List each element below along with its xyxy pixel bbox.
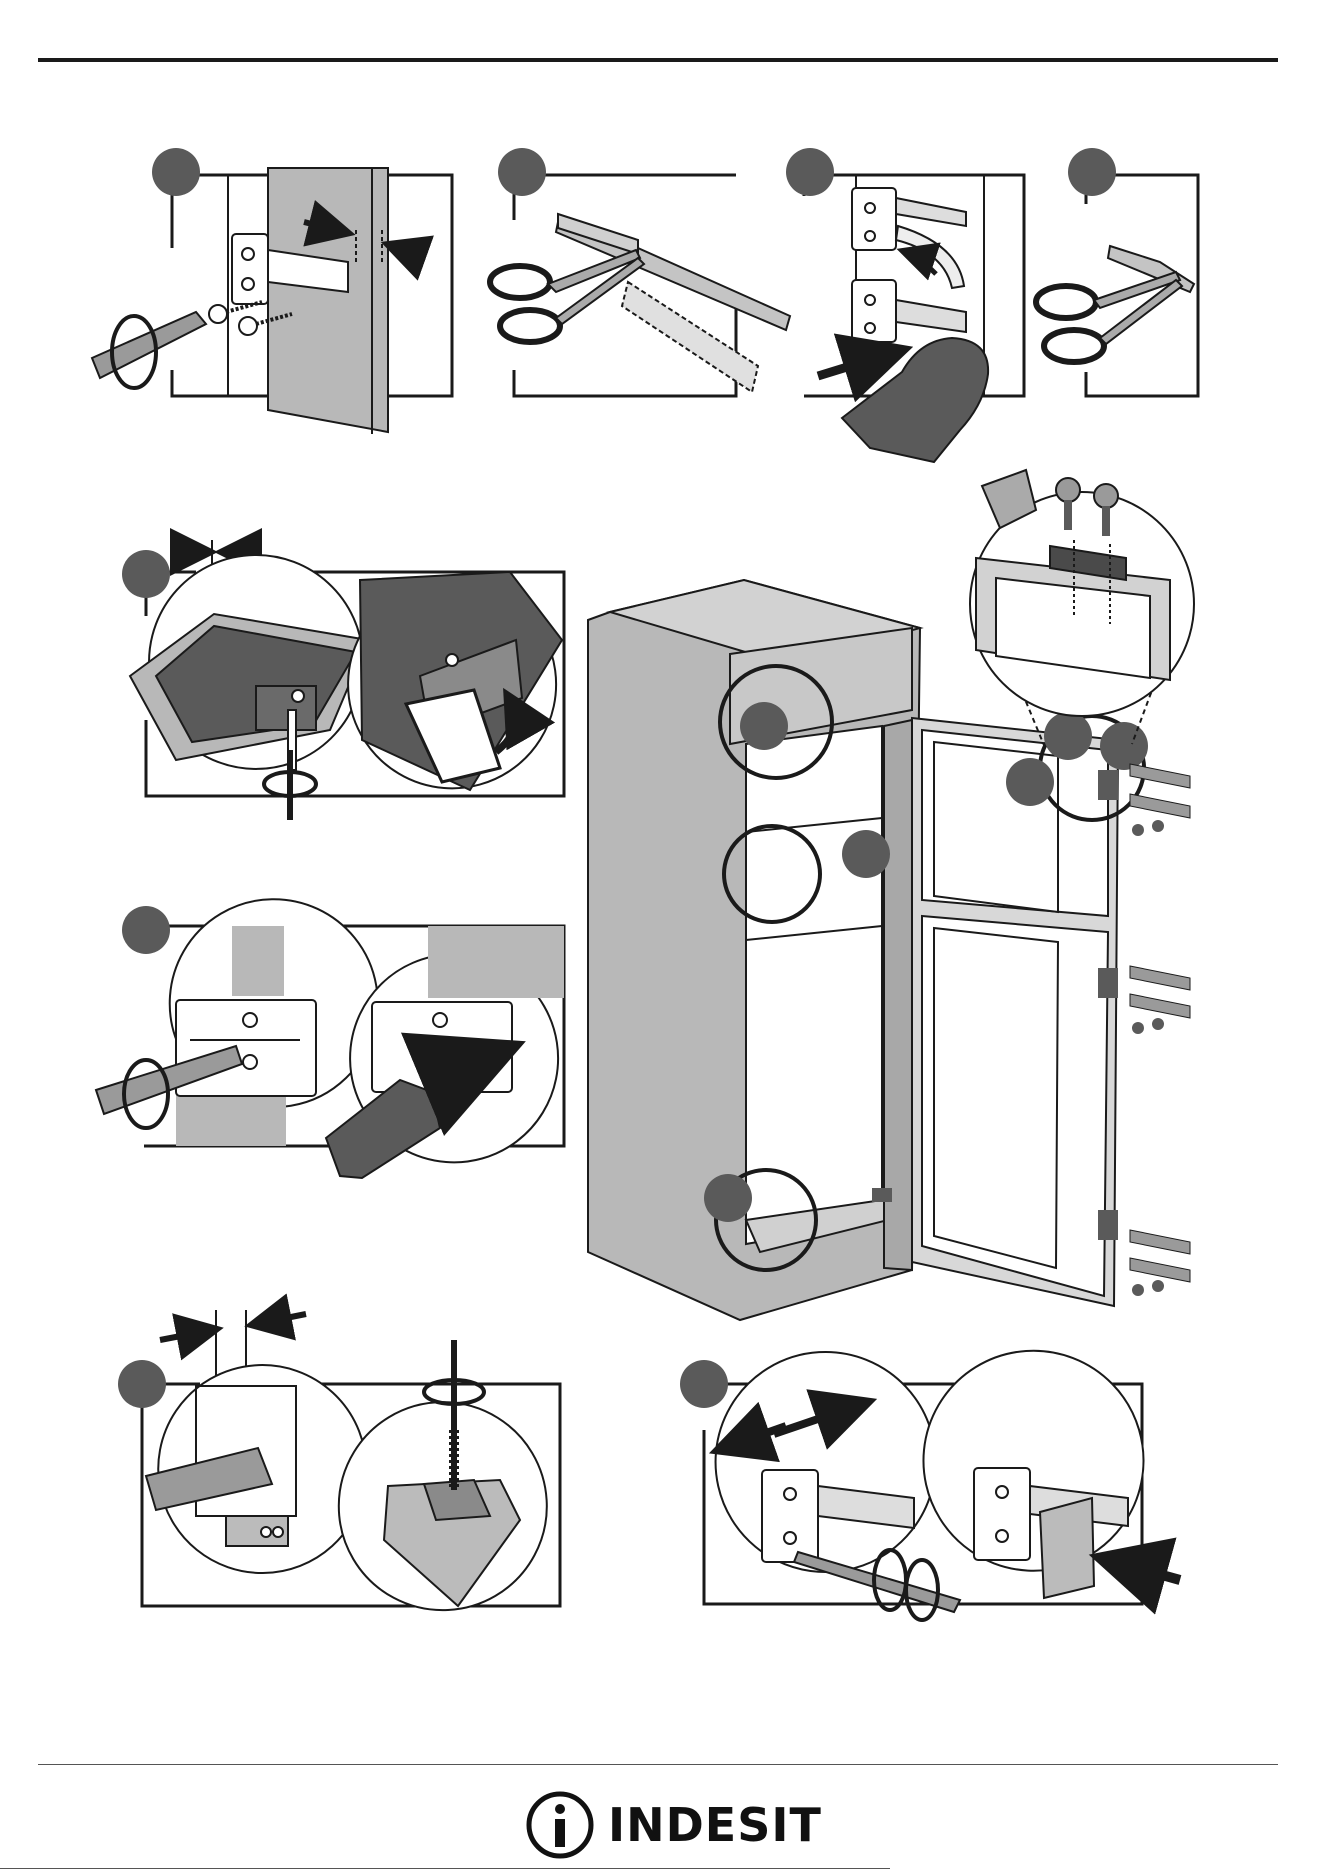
step-badge-icon bbox=[122, 906, 170, 954]
step-badge-icon bbox=[118, 1360, 166, 1408]
step-badge-icon bbox=[122, 550, 170, 598]
brand-name: INDESIT bbox=[608, 1798, 822, 1852]
step-badge-icon bbox=[1068, 148, 1116, 196]
step-badge-icon bbox=[498, 148, 546, 196]
footer-rule bbox=[0, 1868, 890, 1869]
installation-diagram bbox=[0, 0, 1324, 1760]
indesit-i-emblem-icon bbox=[524, 1789, 596, 1861]
panel-step-6 bbox=[96, 899, 564, 1178]
panel-inset-clip bbox=[970, 470, 1194, 716]
panel-step-3 bbox=[786, 148, 1024, 462]
panel-step-7 bbox=[118, 1310, 560, 1610]
step-badge-icon bbox=[1100, 722, 1148, 770]
step-badge-icon bbox=[1006, 758, 1054, 806]
bottom-rule bbox=[38, 1764, 1278, 1765]
step-badge-icon bbox=[1044, 712, 1092, 760]
step-badge-icon bbox=[152, 148, 200, 196]
step-badge-icon bbox=[680, 1360, 728, 1408]
panel-step-2 bbox=[490, 148, 790, 396]
panel-step-1 bbox=[92, 148, 452, 434]
panel-step-5 bbox=[122, 540, 564, 820]
panel-step-4 bbox=[1036, 148, 1198, 396]
panel-step-8 bbox=[680, 1351, 1180, 1620]
brand-logo: INDESIT bbox=[524, 1788, 822, 1862]
step-badge-icon bbox=[740, 702, 788, 750]
step-badge-icon bbox=[842, 830, 890, 878]
step-badge-icon bbox=[704, 1174, 752, 1222]
step-badge-icon bbox=[786, 148, 834, 196]
